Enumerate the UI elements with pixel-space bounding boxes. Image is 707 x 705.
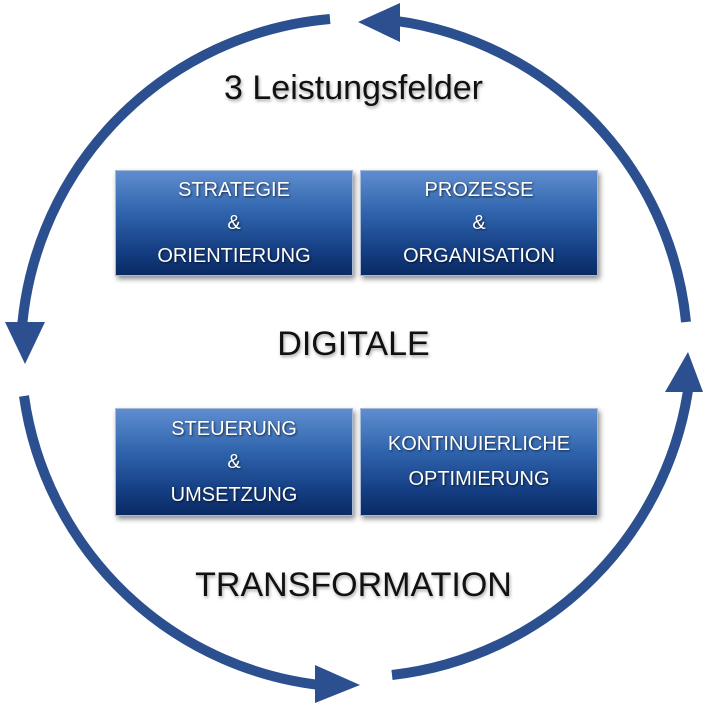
field-line: PROZESSE (424, 178, 534, 201)
field-line: OPTIMIERUNG (408, 468, 550, 490)
field-line: & (227, 450, 241, 473)
arrowhead-top (358, 3, 400, 42)
arc-top-right (379, 14, 691, 323)
bottom-word-transformation: TRANSFORMATION (195, 566, 512, 604)
arc-bottom-right (391, 374, 695, 680)
field-kontinuierliche-optimierung: KONTINUIERLICHE OPTIMIERUNG (360, 408, 598, 516)
arrowhead-left (5, 322, 45, 364)
field-line: STEUERUNG (171, 417, 297, 440)
arc-bottom-left (19, 395, 331, 691)
field-steuerung-umsetzung: STEUERUNG & UMSETZUNG (115, 408, 353, 516)
arrowhead-right (665, 352, 703, 392)
field-strategie-orientierung: STRATEGIE & ORIENTIERUNG (115, 170, 353, 276)
field-line: KONTINUIERLICHE (387, 433, 571, 455)
center-word-digitale: DIGITALE (277, 325, 430, 363)
field-line: & (227, 211, 241, 234)
field-line: & (472, 211, 486, 234)
field-prozesse-organisation: PROZESSE & ORGANISATION (360, 170, 598, 276)
field-line: STRATEGIE (178, 178, 290, 201)
field-line: ORIENTIERUNG (157, 244, 311, 267)
arc-top-left (16, 14, 331, 346)
diagram-heading: 3 Leistungsfelder (224, 69, 483, 107)
arrowhead-bottom (315, 665, 360, 703)
field-line: ORGANISATION (403, 244, 555, 267)
field-line: UMSETZUNG (170, 483, 298, 506)
